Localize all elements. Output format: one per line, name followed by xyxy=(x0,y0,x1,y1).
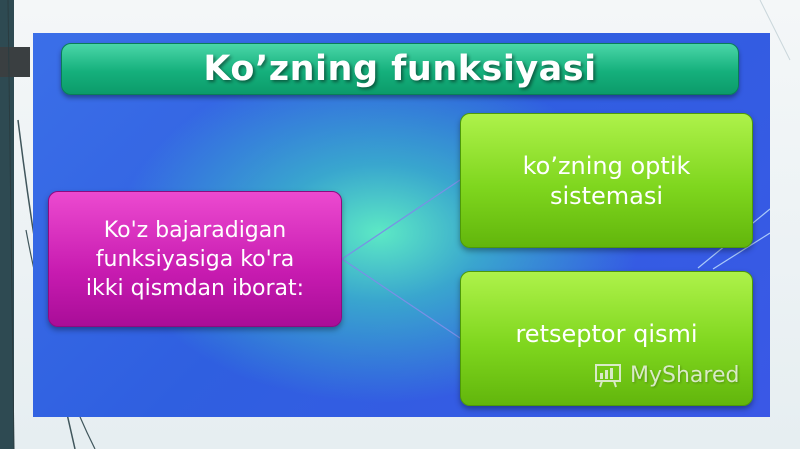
watermark-text: MyShared xyxy=(630,362,740,388)
child-node-optik: ko’zning optik sistemasi xyxy=(460,113,753,248)
root-node-text: Ko'z bajaradigan funksiyasiga ko'ra ikki… xyxy=(85,217,305,301)
slide-title: Ko’zning funksiyasi xyxy=(203,49,597,89)
connector-lines xyxy=(341,179,770,339)
watermark: MyShared xyxy=(594,362,739,388)
child-node-retseptor-text: retseptor qismi xyxy=(515,319,698,348)
title-bar: Ko’zning funksiyasi xyxy=(61,43,739,95)
root-node: Ko'z bajaradigan funksiyasiga ko'ra ikki… xyxy=(48,191,342,327)
child-node-optik-text: ko’zning optik sistemasi xyxy=(522,151,691,210)
arrow-marker-icon xyxy=(0,47,30,77)
slide: Ko’zning funksiyasi Ko'z bajaradigan fun… xyxy=(33,33,770,417)
myshared-logo-icon xyxy=(595,364,621,388)
child-node-retseptor: retseptor qismi xyxy=(460,271,753,406)
